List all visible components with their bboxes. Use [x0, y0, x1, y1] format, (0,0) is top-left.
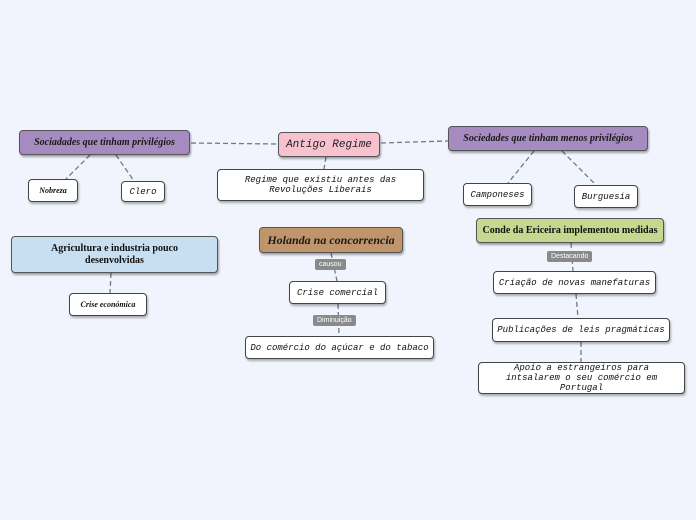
- non-privileged-item-camponeses[interactable]: Camponeses: [463, 183, 532, 206]
- privileged-item-clero[interactable]: Clero: [121, 181, 165, 202]
- holanda-topic[interactable]: Holanda na concorrencia: [259, 227, 403, 253]
- holanda-tag-causou: causou: [315, 259, 346, 270]
- ericeira-item-manefaturas[interactable]: Criação de novas manefaturas: [493, 271, 656, 294]
- ericeira-item-leis[interactable]: Publicações de leis pragmáticas: [492, 318, 670, 342]
- privileged-item-nobreza[interactable]: Nobreza: [28, 179, 78, 202]
- agriculture-topic[interactable]: Agricultura e industria pouco desenvolvi…: [11, 236, 218, 273]
- holanda-tag-diminuicao: Diminuição: [313, 315, 356, 326]
- central-topic[interactable]: Antigo Regime: [278, 132, 380, 157]
- holanda-item-comercio[interactable]: Do comércio do açúcar e do tabaco: [245, 336, 434, 359]
- ericeira-item-estrangeiros[interactable]: Apoio a estrangeiros para intsalarem o s…: [478, 362, 685, 394]
- holanda-item-crise-comercial[interactable]: Crise comercial: [289, 281, 386, 304]
- non-privileged-item-burguesia[interactable]: Burguesia: [574, 185, 638, 208]
- agriculture-item-crise-economica[interactable]: Crise económica: [69, 293, 147, 316]
- central-topic-label: Antigo Regime: [286, 138, 372, 151]
- ericeira-tag-destacando: Destacando: [547, 251, 593, 262]
- central-description[interactable]: Regime que existiu antes das Revoluções …: [217, 169, 424, 201]
- privileged-topic[interactable]: Sociadades que tinham privilégios: [19, 130, 190, 155]
- ericeira-topic[interactable]: Conde da Ericeira implementou medidas: [476, 218, 664, 243]
- non-privileged-topic[interactable]: Sociedades que tinham menos privilégios: [448, 126, 648, 151]
